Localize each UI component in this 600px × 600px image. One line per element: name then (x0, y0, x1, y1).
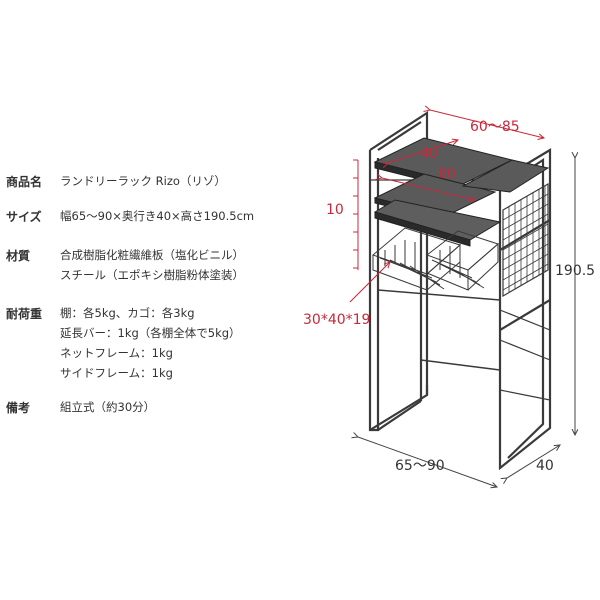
spec-load-line-2: 延長バー：1kg（各棚全体で5kg） (60, 326, 241, 340)
rack-shelves (373, 137, 550, 247)
side-net-frame (502, 182, 549, 298)
spec-label-size: サイズ (6, 210, 42, 224)
dim-basket-size: 30*40*19 (303, 312, 370, 328)
spec-label-material: 材質 (6, 249, 31, 263)
dim-shelf-40: 40 (420, 146, 438, 162)
spec-notes-text: 組立式（約30分） (60, 400, 156, 414)
spec-value-material: 合成樹脂化粧繊維板（塩化ビニル） スチール（エポキシ樹脂粉体塗装） (60, 245, 244, 285)
spec-value-name: ランドリーラック Rizo（リゾ） (60, 171, 226, 191)
dim-total-height: 190.5 (555, 263, 595, 279)
spec-label-load: 耐荷重 (6, 307, 43, 321)
dim-shelf-spacing: 10 (326, 202, 344, 218)
spec-material-line-1: 合成樹脂化粧繊維板（塩化ビニル） (60, 248, 244, 262)
black-dimension-lines (358, 158, 575, 487)
spec-value-size: 幅65〜90×奥行き40×高さ190.5cm (60, 206, 254, 226)
spec-name-text: ランドリーラック Rizo（リゾ） (60, 174, 226, 188)
spec-label-notes: 備考 (6, 401, 31, 415)
spec-material-line-2: スチール（エポキシ樹脂粉体塗装） (60, 268, 244, 282)
red-dimension-lines (349, 110, 544, 303)
dim-depth: 40 (536, 458, 554, 474)
spec-load-line-4: サイドフレーム：1kg (60, 366, 173, 380)
spec-value-notes: 組立式（約30分） (60, 397, 155, 417)
spec-size-text: 幅65〜90×奥行き40×高さ190.5cm (60, 209, 255, 223)
dim-shelf-60: 60 (438, 166, 456, 182)
rack-dimension-diagram: 60〜85 40 60 10 30*40*19 190.5 65〜90 40 (303, 100, 595, 500)
spec-load-line-3: ネットフレーム：1kg (60, 346, 173, 360)
spec-table: 商品名 ランドリーラック Rizo（リゾ） サイズ 幅65〜90×奥行き40×高… (0, 0, 290, 600)
wire-baskets (372, 227, 499, 291)
spec-label-name: 商品名 (6, 175, 43, 189)
spec-load-line-1: 棚：各5kg、カゴ：各3kg (60, 306, 195, 320)
dim-top-width: 60〜85 (470, 119, 520, 135)
dim-base-width: 65〜90 (395, 458, 445, 474)
spec-value-load: 棚：各5kg、カゴ：各3kg 延長バー：1kg（各棚全体で5kg） ネットフレー… (60, 303, 241, 383)
